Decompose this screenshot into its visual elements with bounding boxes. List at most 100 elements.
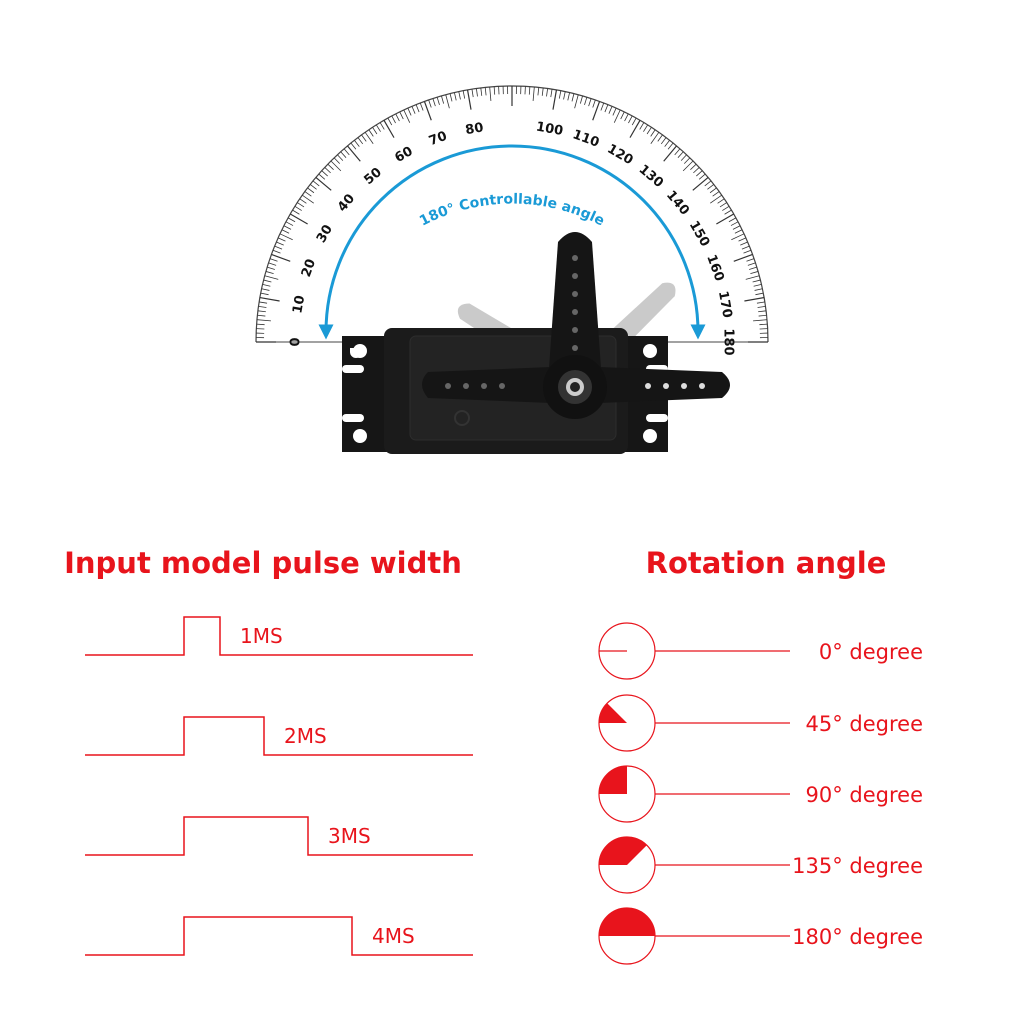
protractor-tick (383, 119, 395, 138)
protractor-tick (571, 93, 575, 102)
protractor-tick (274, 245, 283, 250)
protractor-tick (403, 109, 411, 123)
protractor-tick (612, 107, 617, 116)
protractor-tick (546, 88, 549, 97)
protractor-tick-label: 160 (703, 253, 726, 284)
protractor-tick (646, 127, 652, 135)
protractor-tick (639, 122, 645, 130)
protractor-tick-label: 170 (715, 290, 734, 319)
protractor-tick (372, 127, 378, 135)
protractor-tick (419, 102, 424, 111)
protractor-tick (738, 237, 747, 242)
protractor-tick (600, 102, 605, 111)
pulse-waveform (85, 916, 473, 956)
protractor-tick (744, 296, 765, 302)
protractor-tick (340, 151, 347, 158)
angle-label: 45° degree (806, 712, 924, 736)
protractor-tick (719, 202, 727, 208)
protractor-tick (588, 98, 592, 107)
protractor-tick (304, 191, 312, 197)
protractor-tick (337, 154, 344, 161)
protractor-tick (749, 266, 757, 270)
protractor-tick (267, 266, 275, 270)
protractor-tick (307, 187, 315, 194)
protractor-tick (493, 86, 496, 95)
protractor-tick (692, 176, 709, 191)
protractor-tick (310, 184, 317, 190)
protractor-tick (277, 237, 286, 242)
protractor-tick (458, 91, 461, 100)
protractor-tick (620, 111, 625, 120)
pulse-list: 1MS 2MS 3MS 4MS (85, 616, 473, 956)
protractor-tick (445, 94, 450, 109)
protractor-tick (532, 86, 535, 101)
protractor-tick (333, 157, 341, 164)
protractor-tick (741, 245, 750, 250)
protractor-tick (730, 221, 739, 226)
protractor-tick-label: 120 (604, 142, 635, 169)
protractor-tick-label: 40 (335, 191, 358, 215)
protractor-tick (264, 275, 279, 280)
protractor-tick (657, 134, 663, 142)
protractor-tick (287, 217, 296, 223)
protractor-tick (407, 107, 412, 116)
protractor-tick (674, 148, 681, 156)
protractor-tick (650, 129, 656, 137)
servo-horn-vertical (548, 232, 602, 382)
pulse-label: 3MS (328, 824, 371, 848)
protractor-tick (263, 279, 272, 283)
protractor-tick (315, 176, 332, 191)
protractor-tick (449, 93, 453, 102)
protractor-tick (276, 241, 284, 246)
angle-sector (599, 908, 655, 936)
protractor-tick (292, 209, 300, 215)
protractor-tick-label: 30 (314, 222, 336, 245)
angle-sector (599, 766, 627, 794)
pulse-width-title: Input model pulse width (64, 546, 462, 580)
protractor-tick (734, 229, 743, 234)
protractor-tick (541, 87, 544, 96)
protractor-tick (758, 314, 767, 317)
protractor-tick (257, 314, 266, 317)
protractor-tick (391, 115, 396, 124)
pulse-label: 2MS (284, 724, 327, 748)
protractor-tick (629, 119, 641, 138)
protractor-tick (631, 117, 637, 126)
protractor-tick (343, 148, 350, 156)
protractor-tick (379, 122, 385, 130)
protractor-tick (368, 129, 374, 137)
pulse-label: 1MS (240, 624, 283, 648)
protractor-tick (436, 97, 440, 105)
pulse-label: 4MS (372, 924, 415, 948)
protractor-tick (395, 113, 400, 122)
protractor-tick (613, 109, 621, 123)
protractor-tick-label: 20 (299, 257, 319, 279)
protractor-tick (321, 170, 328, 177)
protractor-tick (454, 92, 457, 101)
protractor-tick (268, 262, 277, 266)
protractor-tick (624, 113, 629, 122)
protractor-tick (346, 145, 361, 162)
protractor-tick (690, 163, 697, 171)
angle-label: 180° degree (792, 925, 923, 949)
protractor-tick (707, 184, 714, 190)
protractor-tick (279, 233, 293, 241)
protractor-tick (552, 89, 558, 110)
pulse-waveform (85, 816, 473, 856)
protractor-tick (297, 202, 305, 208)
protractor-tick (567, 92, 570, 101)
protractor-tick (441, 95, 445, 104)
protractor-tick (755, 292, 764, 296)
protractor-tick (318, 173, 326, 180)
protractor-tick (592, 99, 596, 108)
arc-label-text: 180° Controllable angle (417, 191, 607, 229)
protractor-tick (752, 279, 761, 283)
protractor-tick (294, 206, 302, 211)
protractor-tick-label: 100 (535, 120, 564, 139)
protractor-tick (677, 151, 684, 158)
protractor-tick (740, 241, 748, 246)
protractor-tick (710, 194, 722, 204)
protractor-tick (364, 132, 374, 144)
protractor-tick (733, 253, 753, 262)
protractor-tick (660, 137, 667, 145)
